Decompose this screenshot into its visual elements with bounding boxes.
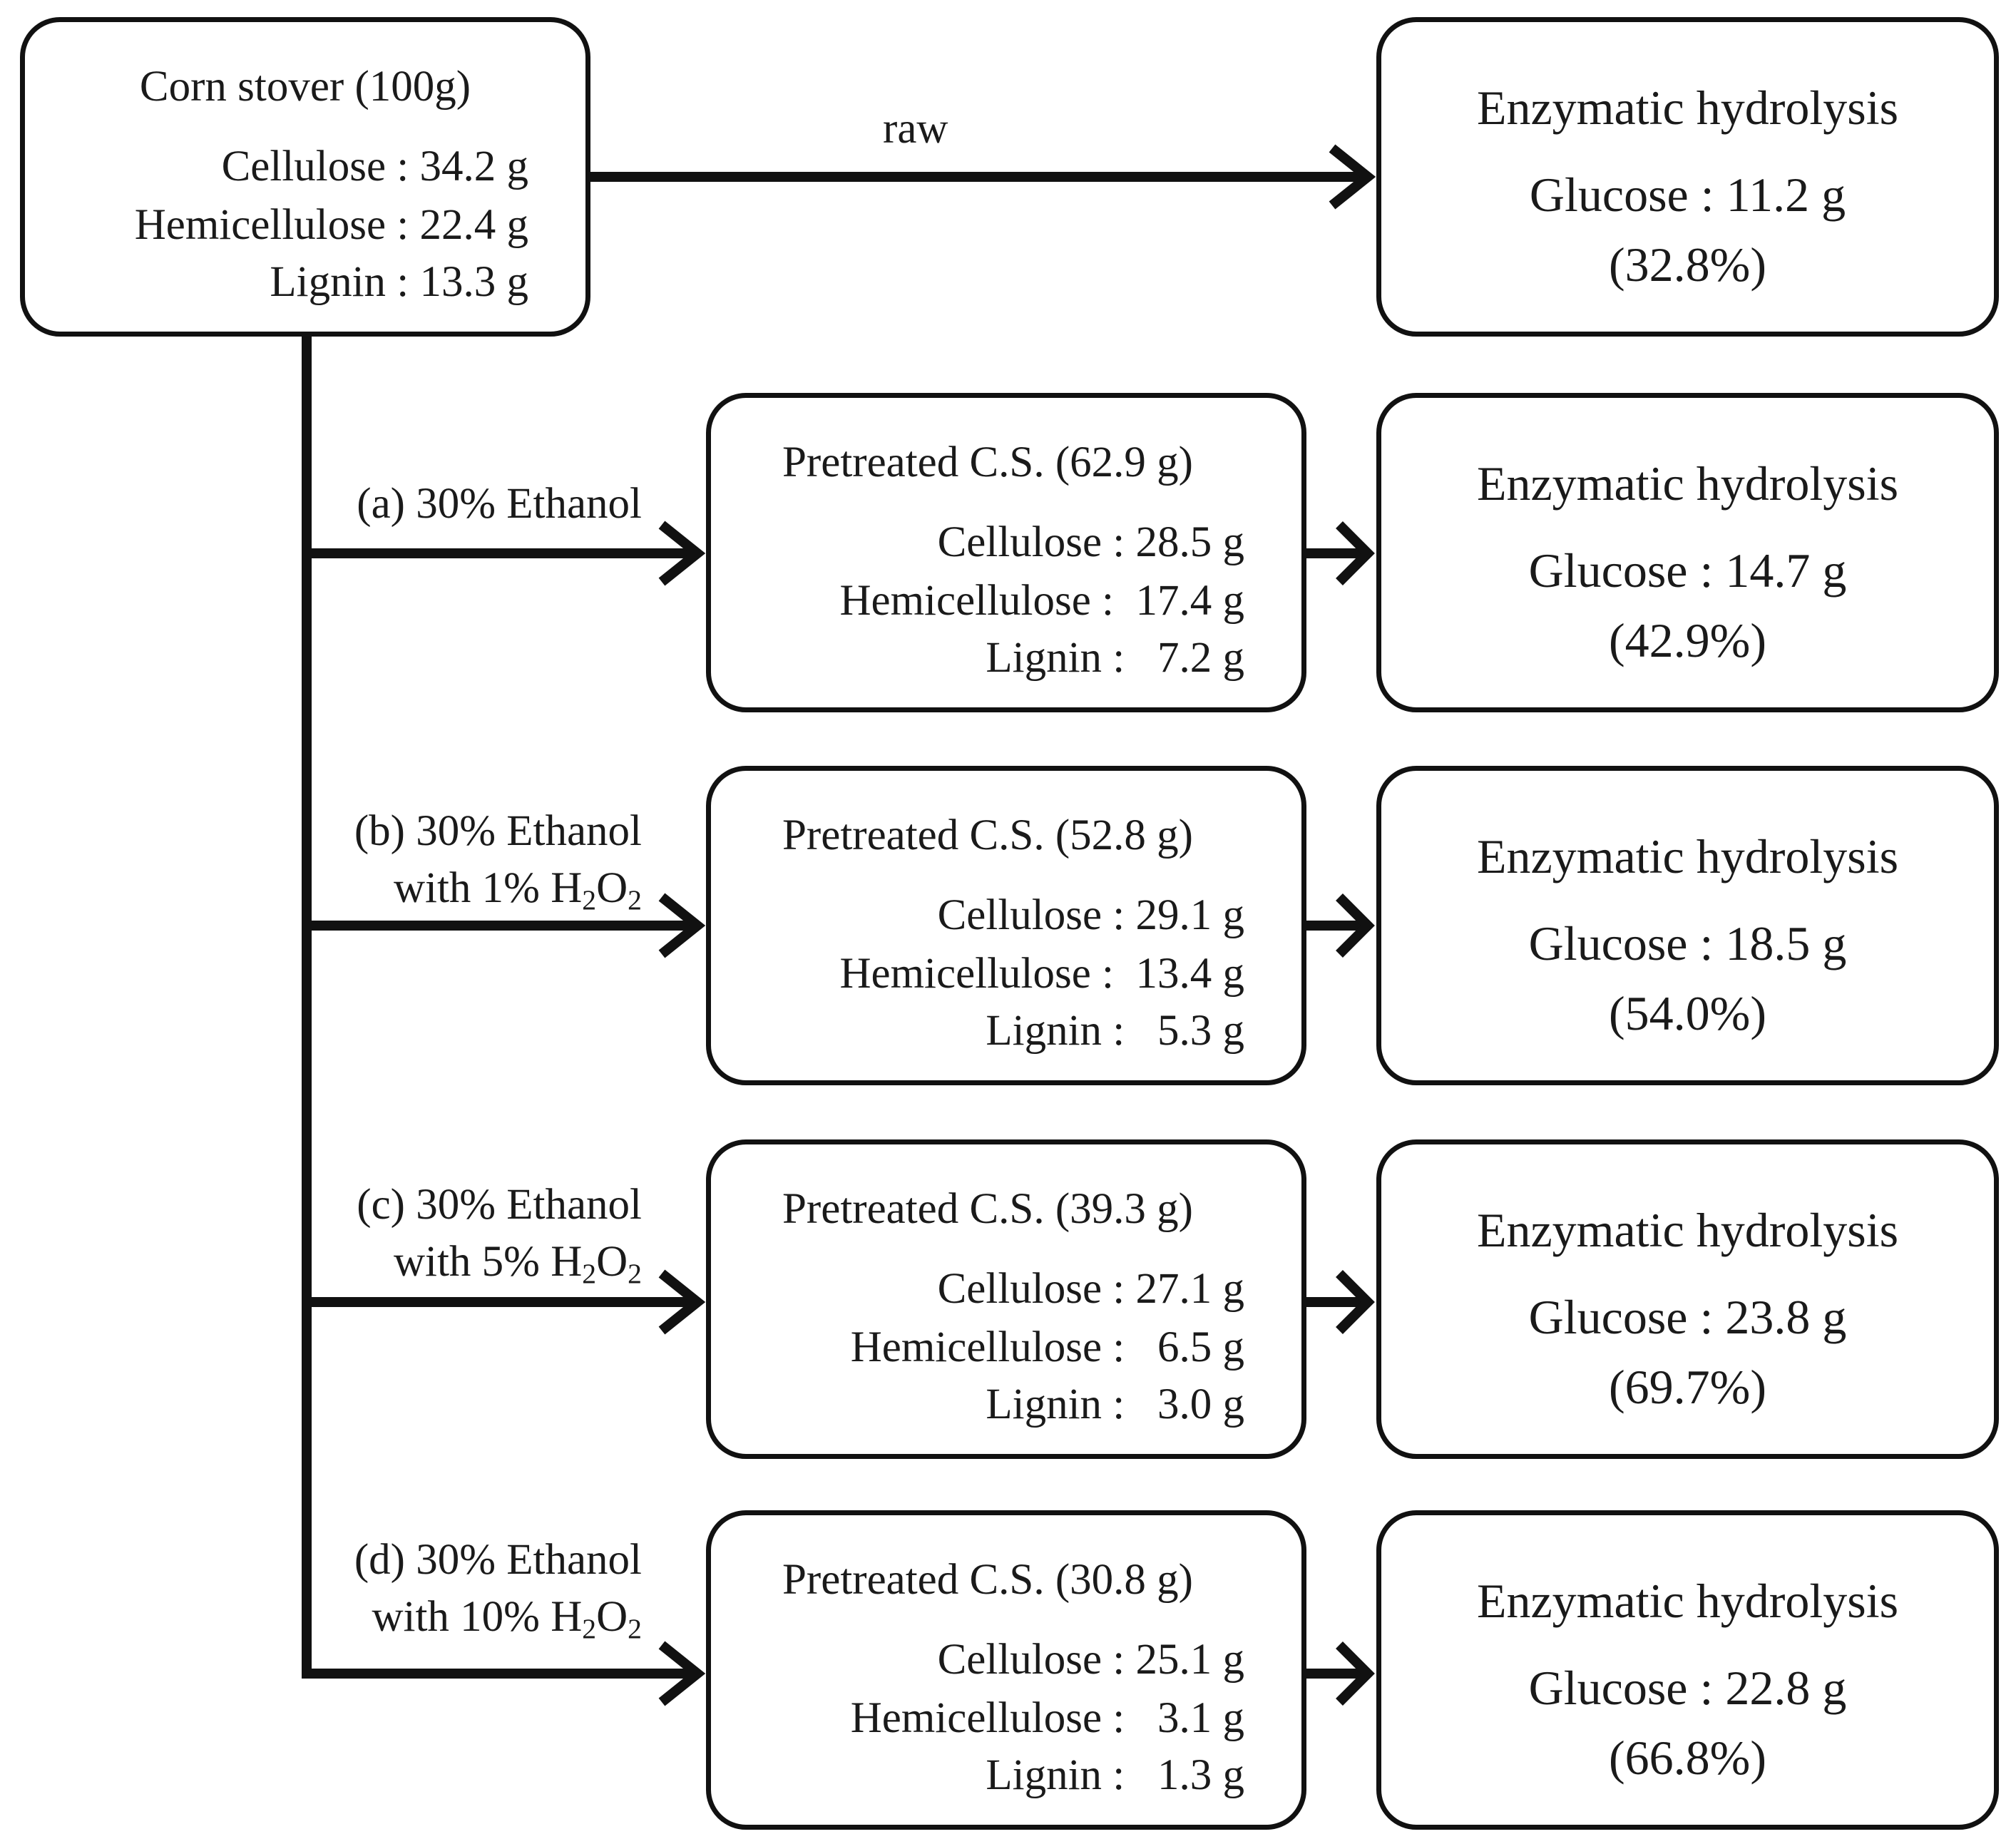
glucose-yield: (69.7%) bbox=[1609, 1360, 1766, 1414]
branch-b-label: (b) 30% Ethanol with 1% H2O2 bbox=[354, 803, 642, 917]
branch-a-label: (a) 30% Ethanol bbox=[357, 482, 642, 526]
hydrolysis-title: Enzymatic hydrolysis bbox=[1476, 81, 1899, 135]
hydrolysis-title: Enzymatic hydrolysis bbox=[1476, 829, 1899, 883]
glucose-value: Glucose : 22.8 g bbox=[1528, 1661, 1847, 1715]
glucose-value: Glucose : 14.7 g bbox=[1528, 543, 1847, 598]
pretreated-box-d: Pretreated C.S. (30.8 g) Cellulose : 25.… bbox=[706, 1510, 1306, 1830]
pretreated-hemicellulose: Hemicellulose : 6.5 g bbox=[850, 1323, 1244, 1371]
pretreated-cellulose: Cellulose : 27.1 g bbox=[937, 1265, 1244, 1313]
branch-c-label-line1: (c) 30% Ethanol bbox=[357, 1181, 642, 1229]
h2o2-sub-1: 2 bbox=[582, 883, 597, 916]
glucose-yield: (42.9%) bbox=[1609, 613, 1766, 667]
h2o2-sub-2: 2 bbox=[628, 1257, 642, 1289]
pretreated-title: Pretreated C.S. (62.9 g) bbox=[782, 439, 1193, 486]
hydrolysis-box-a: Enzymatic hydrolysis Glucose : 14.7 g (4… bbox=[1376, 393, 1999, 712]
pretreated-box-a: Pretreated C.S. (62.9 g) Cellulose : 28.… bbox=[706, 393, 1306, 712]
branch-c-label-line2: with 5% H2O2 bbox=[357, 1234, 642, 1291]
hydrolysis-d-arrowhead bbox=[1336, 1641, 1375, 1706]
branch-b-label-text: with 1% H bbox=[393, 864, 583, 912]
h2o2-o: O bbox=[596, 1593, 628, 1641]
glucose-yield: (32.8%) bbox=[1609, 237, 1766, 292]
branch-d-label-line2: with 10% H2O2 bbox=[354, 1589, 642, 1646]
branch-d-label-line1: (d) 30% Ethanol bbox=[354, 1536, 642, 1584]
hydrolysis-box-b: Enzymatic hydrolysis Glucose : 18.5 g (5… bbox=[1376, 766, 1999, 1085]
raw-arrowhead bbox=[1329, 144, 1376, 210]
branch-d-label-text: with 10% H bbox=[372, 1593, 583, 1641]
h2o2-sub-2: 2 bbox=[628, 1612, 642, 1644]
corn-stover-box: Corn stover (100g) Cellulose : 34.2 g He… bbox=[20, 17, 590, 337]
h2o2-o: O bbox=[596, 864, 628, 912]
pretreated-lignin: Lignin : 3.0 g bbox=[986, 1380, 1244, 1428]
pretreated-title: Pretreated C.S. (39.3 g) bbox=[782, 1185, 1193, 1233]
pretreated-hemicellulose: Hemicellulose : 13.4 g bbox=[839, 950, 1244, 998]
corn-stover-cellulose: Cellulose : 34.2 g bbox=[221, 143, 528, 190]
pretreated-cellulose: Cellulose : 25.1 g bbox=[937, 1636, 1244, 1684]
branch-b-arrowhead bbox=[658, 893, 706, 958]
branch-b-label-line2: with 1% H2O2 bbox=[354, 860, 642, 917]
branch-b-label-line1: (b) 30% Ethanol bbox=[354, 807, 642, 855]
glucose-value: Glucose : 18.5 g bbox=[1528, 916, 1847, 970]
h2o2-sub-2: 2 bbox=[628, 883, 642, 916]
hydrolysis-title: Enzymatic hydrolysis bbox=[1476, 1203, 1899, 1257]
raw-arrow-label: raw bbox=[883, 105, 948, 153]
hydrolysis-a-arrowhead bbox=[1336, 521, 1375, 585]
corn-stover-title: Corn stover (100g) bbox=[139, 63, 471, 111]
glucose-yield: (66.8%) bbox=[1609, 1731, 1766, 1785]
pretreated-hemicellulose: Hemicellulose : 17.4 g bbox=[839, 577, 1244, 625]
branch-c-label: (c) 30% Ethanol with 5% H2O2 bbox=[357, 1177, 642, 1291]
pretreated-cellulose: Cellulose : 29.1 g bbox=[937, 891, 1244, 939]
hydrolysis-box-c: Enzymatic hydrolysis Glucose : 23.8 g (6… bbox=[1376, 1139, 1999, 1459]
pretreated-lignin: Lignin : 5.3 g bbox=[986, 1007, 1244, 1055]
pretreated-title: Pretreated C.S. (30.8 g) bbox=[782, 1556, 1193, 1604]
h2o2-o: O bbox=[596, 1238, 628, 1286]
branch-c-arrowhead bbox=[658, 1269, 706, 1335]
glucose-yield: (54.0%) bbox=[1609, 986, 1766, 1040]
h2o2-sub-1: 2 bbox=[582, 1257, 597, 1289]
hydrolysis-title: Enzymatic hydrolysis bbox=[1476, 1574, 1899, 1628]
branch-d-label: (d) 30% Ethanol with 10% H2O2 bbox=[354, 1532, 642, 1646]
glucose-value: Glucose : 11.2 g bbox=[1529, 168, 1846, 222]
glucose-value: Glucose : 23.8 g bbox=[1528, 1290, 1847, 1344]
hydrolysis-b-arrowhead bbox=[1336, 893, 1375, 958]
corn-stover-hemicellulose: Hemicellulose : 22.4 g bbox=[134, 201, 528, 249]
branch-a-arrowhead bbox=[658, 521, 706, 586]
pretreated-box-b: Pretreated C.S. (52.8 g) Cellulose : 29.… bbox=[706, 766, 1306, 1085]
pretreated-hemicellulose: Hemicellulose : 3.1 g bbox=[850, 1694, 1244, 1742]
hydrolysis-c-arrowhead bbox=[1336, 1270, 1375, 1334]
hydrolysis-box-d: Enzymatic hydrolysis Glucose : 22.8 g (6… bbox=[1376, 1510, 1999, 1830]
branch-c-label-text: with 5% H bbox=[393, 1238, 583, 1286]
branch-a-label-line1: (a) 30% Ethanol bbox=[357, 480, 642, 528]
h2o2-sub-1: 2 bbox=[582, 1612, 597, 1644]
pretreated-lignin: Lignin : 1.3 g bbox=[986, 1751, 1244, 1799]
hydrolysis-title: Enzymatic hydrolysis bbox=[1476, 456, 1899, 511]
pretreated-title: Pretreated C.S. (52.8 g) bbox=[782, 811, 1193, 859]
hydrolysis-box-raw: Enzymatic hydrolysis Glucose : 11.2 g (3… bbox=[1376, 17, 1999, 337]
pretreated-cellulose: Cellulose : 28.5 g bbox=[937, 518, 1244, 566]
corn-stover-lignin: Lignin : 13.3 g bbox=[270, 258, 528, 306]
pretreated-box-c: Pretreated C.S. (39.3 g) Cellulose : 27.… bbox=[706, 1139, 1306, 1459]
pretreated-lignin: Lignin : 7.2 g bbox=[986, 634, 1244, 682]
branch-d-arrowhead bbox=[658, 1641, 706, 1706]
